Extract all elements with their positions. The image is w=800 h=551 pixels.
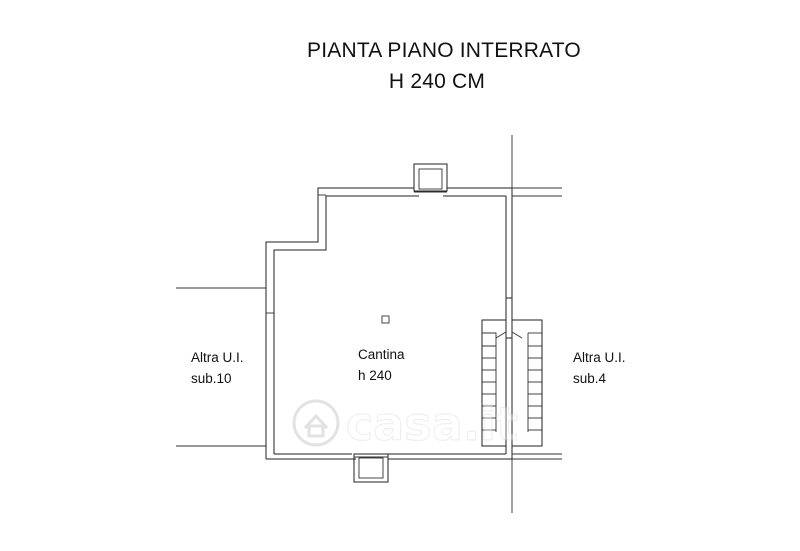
light-well-top: [413, 163, 448, 193]
watermark-brand: casa.it: [346, 397, 518, 451]
watermark: casa.it: [292, 396, 519, 452]
room-walls: [265, 187, 513, 460]
staircase: [481, 297, 543, 447]
room-height-cantina: h 240: [358, 368, 392, 383]
house-icon: [292, 399, 340, 447]
room-name-cantina: Cantina: [358, 347, 405, 362]
plan-title: PIANTA PIANO INTERRATO: [307, 39, 581, 62]
floor-drain: [381, 315, 390, 324]
plan-height: H 240 CM: [389, 70, 485, 93]
property-boundaries: [176, 135, 562, 513]
light-well-bottom: [353, 453, 389, 483]
left-unit-sub: sub.10: [191, 371, 232, 386]
right-unit-name: Altra U.I.: [573, 350, 626, 365]
left-unit-name: Altra U.I.: [191, 350, 244, 365]
right-unit-sub: sub.4: [573, 371, 607, 386]
